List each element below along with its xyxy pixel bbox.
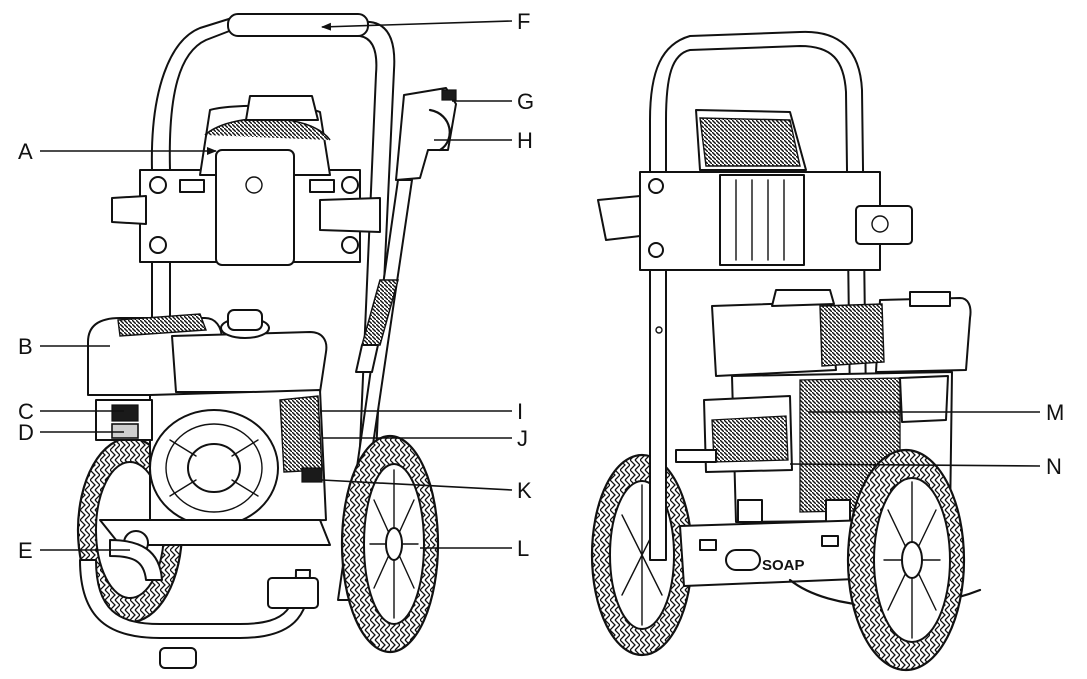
rear-hose-holder xyxy=(597,109,913,271)
front-engine xyxy=(87,309,328,527)
label-i: I xyxy=(517,399,523,424)
rear-left-wheel xyxy=(590,453,694,657)
label-l: L xyxy=(517,536,529,561)
label-c: C xyxy=(18,399,34,424)
front-view xyxy=(76,13,457,669)
label-g: G xyxy=(517,89,534,114)
label-e: E xyxy=(18,538,33,563)
label-n: N xyxy=(1046,454,1062,479)
rear-view: SOAP xyxy=(590,30,982,672)
front-right-wheel xyxy=(340,434,440,654)
front-base-frame xyxy=(79,519,331,669)
hose-holder xyxy=(111,95,381,266)
label-h: H xyxy=(517,128,533,153)
label-f: F xyxy=(517,9,530,34)
leader-n xyxy=(789,463,1041,467)
label-b: B xyxy=(18,334,33,359)
leader-f xyxy=(321,20,513,31)
label-j: J xyxy=(517,426,528,451)
label-a: A xyxy=(18,139,33,164)
callout-leaders xyxy=(40,20,1041,551)
label-k: K xyxy=(517,478,532,503)
rear-base-frame: SOAP xyxy=(679,519,982,608)
label-d: D xyxy=(18,420,34,445)
rear-right-wheel xyxy=(846,448,966,672)
soap-decal: SOAP xyxy=(762,557,805,574)
label-m: M xyxy=(1046,400,1064,425)
callout-labels: F G H A B C D E I J K L M N xyxy=(18,9,1064,563)
leader-k xyxy=(321,479,513,491)
